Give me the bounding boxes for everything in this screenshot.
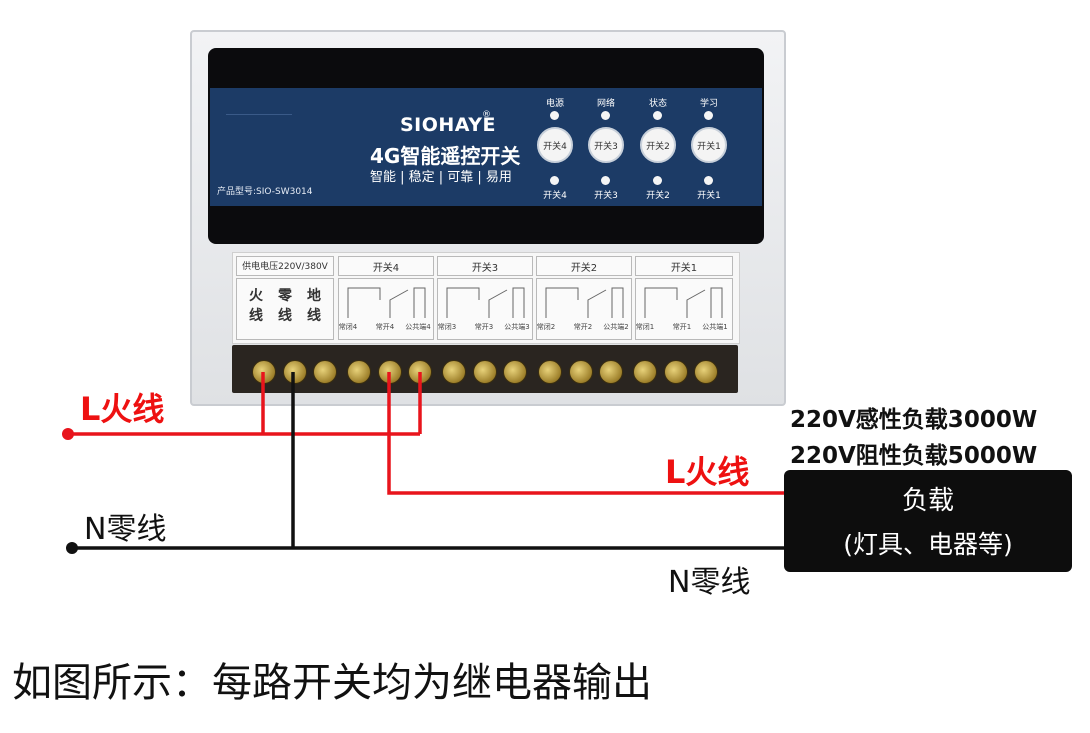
power-led — [550, 111, 559, 120]
power-neutral-char-1: 零 — [278, 288, 292, 304]
relay-1-symbol — [644, 287, 723, 318]
switch-4-header-cell — [338, 256, 434, 276]
power-neutral-char-2: 线 — [278, 308, 292, 324]
terminal-sw2-com-screw[interactable] — [599, 360, 623, 384]
brand-registered-mark: ® — [482, 110, 491, 120]
switch-3-nc-label: 常闭3 — [437, 323, 457, 331]
switch-3-no-label: 常开3 — [474, 323, 494, 331]
product-title: 4G智能遥控开关 — [370, 144, 521, 168]
switch-1-button[interactable]: 开关1 — [691, 127, 727, 163]
switch-1-nc-label: 常闭1 — [635, 323, 655, 331]
switch-2-com-label: 公共端2 — [603, 323, 629, 331]
neutral-left-label: N零线 — [84, 512, 167, 547]
switch-2-led — [653, 176, 662, 185]
switch-4-led — [550, 176, 559, 185]
sim-slot — [226, 114, 292, 118]
indicator-label-power: 电源 — [545, 99, 564, 109]
indicator-label-status: 状态 — [648, 99, 667, 109]
power-header-cell — [236, 256, 334, 276]
switch-4-led-label: 开关4 — [543, 191, 567, 201]
indicator-label-network: 网络 — [596, 99, 615, 109]
live-left-label: L火线 — [80, 390, 165, 428]
terminal-ground-screw[interactable] — [313, 360, 337, 384]
product-slogan: 智能 | 稳定 | 可靠 | 易用 — [370, 170, 512, 185]
switch-3-led-label: 开关3 — [594, 191, 618, 201]
terminal-sw1-nc-screw[interactable] — [633, 360, 657, 384]
switch-1-com-label: 公共端1 — [702, 323, 728, 331]
power-live-char-2: 线 — [249, 308, 263, 324]
inductive-load-spec: 220V感性负载3000W — [790, 407, 1038, 433]
power-live-char-1: 火 — [249, 288, 263, 304]
live-source-dot — [62, 428, 74, 440]
switch-4-no-label: 常开4 — [375, 323, 395, 331]
terminal-sw3-nc-screw[interactable] — [442, 360, 466, 384]
indicator-label-learn: 学习 — [699, 99, 718, 109]
load-title: 负载 — [901, 486, 954, 516]
terminal-sw3-com-screw[interactable] — [503, 360, 527, 384]
switch-2-button[interactable]: 开关2 — [640, 127, 676, 163]
switch-4-button[interactable]: 开关4 — [537, 127, 573, 163]
switch-3-header-cell — [437, 256, 533, 276]
terminal-sw1-com-screw[interactable] — [694, 360, 718, 384]
switch-4-com-label: 公共端4 — [405, 323, 431, 331]
switch-2-header-cell — [536, 256, 632, 276]
switch-1-no-label: 常开1 — [672, 323, 692, 331]
relay-3-symbol — [446, 287, 525, 318]
switch-2-led-label: 开关2 — [646, 191, 670, 201]
live-output-wire — [387, 372, 784, 495]
load-box: 负载 (灯具、电器等) — [784, 470, 1072, 572]
terminal-sw1-no-screw[interactable] — [664, 360, 688, 384]
power-ground-char-2: 线 — [307, 308, 321, 324]
switch-3-led — [601, 176, 610, 185]
switch-2-no-label: 常开2 — [573, 323, 593, 331]
terminal-sw3-no-screw[interactable] — [473, 360, 497, 384]
switch-3-button[interactable]: 开关3 — [588, 127, 624, 163]
switch-3-header: 开关3 — [471, 263, 499, 274]
brand-name: SIOHAYE — [400, 114, 496, 136]
terminal-neutral-screw[interactable] — [283, 360, 307, 384]
switch-2-nc-label: 常闭2 — [536, 323, 556, 331]
relay-4-symbol — [347, 287, 426, 318]
live-input-wire — [68, 372, 422, 436]
power-header: 供电电压220V/380V — [242, 262, 328, 272]
load-examples: (灯具、电器等) — [843, 530, 1013, 559]
live-right-label: L火线 — [665, 453, 750, 491]
power-ground-char-1: 地 — [307, 288, 321, 304]
terminal-sw2-nc-screw[interactable] — [538, 360, 562, 384]
caption: 如图所示：每路开关均为继电器输出 — [12, 660, 652, 706]
neutral-wire — [72, 372, 784, 550]
resistive-load-spec: 220V阻性负载5000W — [790, 443, 1038, 469]
model-number: 产品型号:SIO-SW3014 — [217, 187, 313, 197]
switch-4-nc-label: 常闭4 — [338, 323, 358, 331]
relay-2-symbol — [545, 287, 624, 318]
switch-1-led — [704, 176, 713, 185]
terminal-sw4-nc-screw[interactable] — [347, 360, 371, 384]
network-led — [601, 111, 610, 120]
switch-3-com-label: 公共端3 — [504, 323, 530, 331]
terminal-sw2-no-screw[interactable] — [569, 360, 593, 384]
switch-4-header: 开关4 — [372, 263, 400, 274]
switch-1-led-label: 开关1 — [697, 191, 721, 201]
switch-1-header: 开关1 — [670, 263, 698, 274]
power-cell — [236, 278, 334, 340]
neutral-right-label: N零线 — [668, 565, 751, 600]
learn-led — [704, 111, 713, 120]
switch-1-header-cell — [635, 256, 733, 276]
neutral-source-dot — [66, 542, 78, 554]
switch-2-header: 开关2 — [570, 263, 598, 274]
status-led — [653, 111, 662, 120]
